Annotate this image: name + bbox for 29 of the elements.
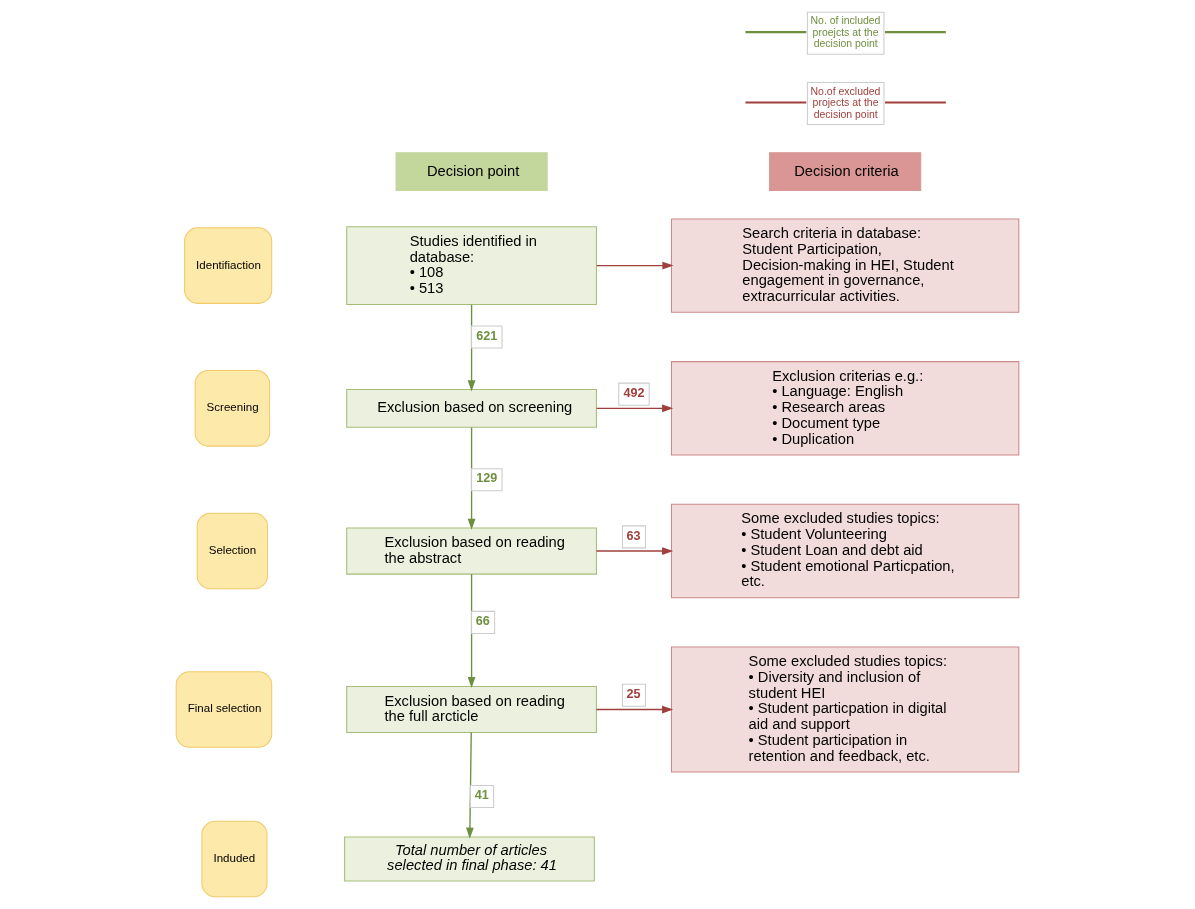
edge-label: 63: [626, 528, 641, 543]
node-box: Total number of articles selected in final phase: 41: [344, 836, 595, 882]
node-box: Exclusion based on reading the abstract: [346, 527, 597, 575]
arrow: [595, 404, 674, 413]
node-box: Decision point: [395, 152, 548, 192]
edge-label: 621: [476, 328, 498, 343]
arrow: [595, 705, 674, 714]
edge-label: 492: [623, 385, 645, 400]
node-box: Some excluded studies topics: • Student Volunteering • Student Loan and debt aid • Student emotional Particpation, etc.: [670, 503, 1020, 599]
edge-label: 129: [476, 471, 498, 486]
node-box: Selection: [196, 512, 268, 590]
node-box: Screening: [194, 370, 271, 447]
node-box: Induded: [201, 820, 268, 898]
edge-label: 66: [475, 614, 490, 629]
node-box: Identifiaction: [184, 227, 273, 304]
node-box: Decision criteria: [769, 152, 922, 192]
node-box: Search criteria in database: Student Participation, Decision-making in HEI, Student engagement in governance, extracurricular activities.: [670, 218, 1020, 313]
node-box: Exclusion based on reading the full arcticle: [346, 685, 597, 734]
edge-label: 41: [474, 788, 489, 803]
edge-label: 25: [626, 687, 641, 702]
node-box: Exclusion based on screening: [346, 388, 597, 428]
node-box: Final selection: [175, 671, 273, 748]
legend-label: No. of included proejcts at the decision point: [810, 15, 881, 50]
node-box: Some excluded studies topics: • Diversity and inclusion of student HEI • Student particpation in digital aid and support • Student participation in retention and feedback, etc.: [670, 646, 1020, 773]
arrow: [595, 547, 674, 555]
node-box: Studies identified in database: • 108 • 513: [346, 226, 597, 305]
legend-label: No.of excluded projects at the decision point: [810, 85, 881, 120]
node-box: Exclusion criterias e.g.: • Language: English • Research areas • Document type • Duplication: [670, 361, 1020, 456]
arrow: [596, 261, 674, 270]
